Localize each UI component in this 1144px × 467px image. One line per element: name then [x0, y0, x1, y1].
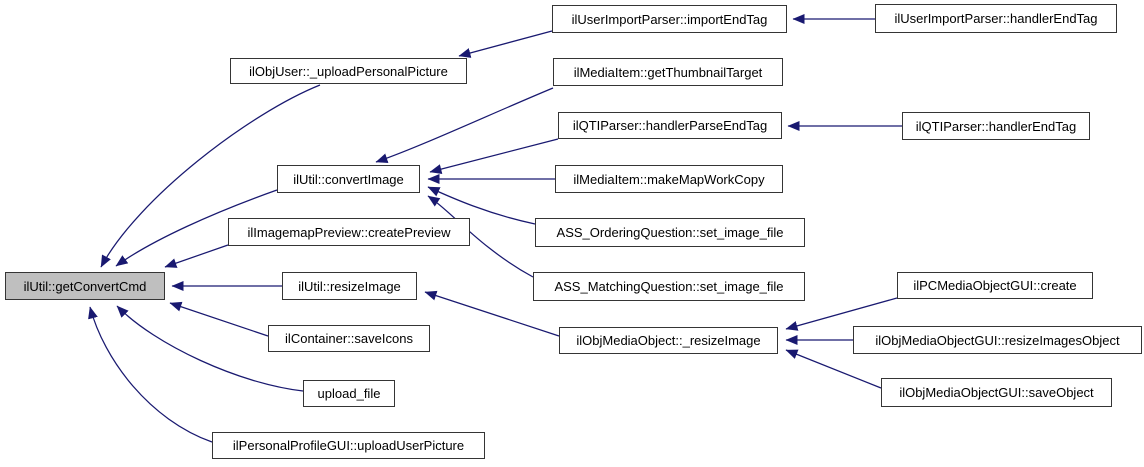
- edge-pccreate-to-objresizeimage: [785, 297, 898, 331]
- edge-objresizeimage-to-resizeimage: [424, 290, 560, 337]
- node-handlerparseendtag[interactable]: ilQTIParser::handlerParseEndTag: [558, 112, 782, 139]
- node-resizeimage[interactable]: ilUtil::resizeImage: [282, 272, 417, 300]
- node-uploadpersonalpicture[interactable]: ilObjUser::_uploadPersonalPicture: [230, 58, 467, 84]
- edge-uploadfile-to-getconvertcmd: [116, 305, 304, 392]
- edge-saveicons-to-getconvertcmd: [169, 301, 269, 337]
- edge-createpreview-to-getconvertcmd: [164, 244, 229, 268]
- node-ass-matching-set-image-file[interactable]: ASS_MatchingQuestion::set_image_file: [533, 272, 805, 301]
- node-convertimage[interactable]: ilUtil::convertImage: [277, 165, 420, 193]
- edge-saveobject-to-objresizeimage: [785, 349, 882, 389]
- node-objmediaobject-resizeimage[interactable]: ilObjMediaObject::_resizeImage: [559, 327, 778, 354]
- node-pcmediaobjectgui-create[interactable]: ilPCMediaObjectGUI::create: [897, 272, 1093, 299]
- node-userimport-handlerendtag[interactable]: ilUserImportParser::handlerEndTag: [875, 4, 1117, 33]
- node-createpreview[interactable]: ilImagemapPreview::createPreview: [228, 218, 470, 246]
- node-getthumbnailtarget[interactable]: ilMediaItem::getThumbnailTarget: [553, 58, 783, 86]
- node-saveobject[interactable]: ilObjMediaObjectGUI::saveObject: [881, 378, 1112, 407]
- node-getconvertcmd[interactable]: ilUtil::getConvertCmd: [5, 272, 165, 300]
- node-ass-ordering-set-image-file[interactable]: ASS_OrderingQuestion::set_image_file: [535, 218, 805, 247]
- edge-uploaduserpicture-to-getconvertcmd: [88, 306, 213, 443]
- edge-importendtag-to-uploadpersonalpicture: [458, 30, 553, 58]
- edge-handlerparseendtag-to-convertimage: [429, 138, 559, 174]
- node-uploaduserpicture[interactable]: ilPersonalProfileGUI::uploadUserPicture: [212, 432, 485, 459]
- edge-uploadpersonalpicture-to-getconvertcmd: [100, 84, 321, 268]
- node-resizeimagesobject[interactable]: ilObjMediaObjectGUI::resizeImagesObject: [853, 326, 1142, 354]
- edge-convertimage-to-getconvertcmd: [115, 189, 278, 267]
- node-importendtag[interactable]: ilUserImportParser::importEndTag: [552, 5, 787, 33]
- node-saveicons[interactable]: ilContainer::saveIcons: [268, 325, 430, 352]
- edge-getthumbnailtarget-to-convertimage: [375, 87, 554, 164]
- node-makemapworkcopy[interactable]: ilMediaItem::makeMapWorkCopy: [555, 165, 783, 193]
- node-upload-file[interactable]: upload_file: [303, 380, 395, 407]
- edge-assordering-to-convertimage: [427, 186, 536, 225]
- node-qti-handlerendtag[interactable]: ilQTIParser::handlerEndTag: [902, 112, 1090, 140]
